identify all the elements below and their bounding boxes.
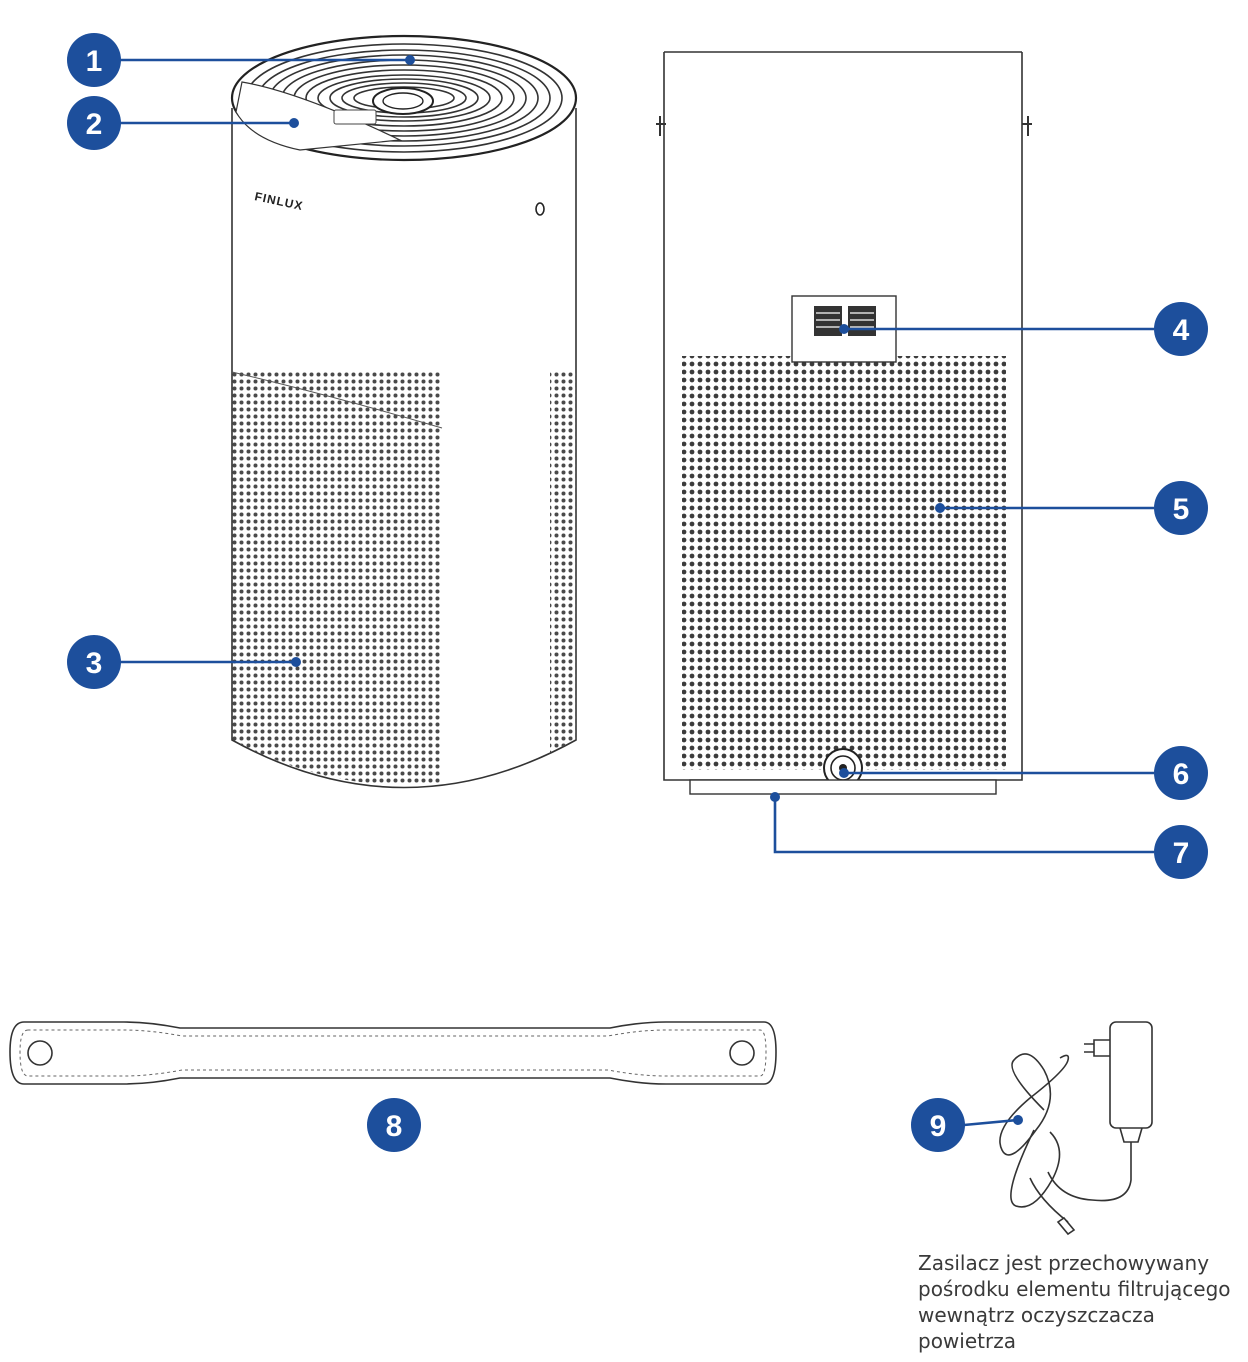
callout-number-9: 9 [930, 1110, 947, 1143]
callout-number-8: 8 [386, 1110, 403, 1143]
callout-number-3: 3 [86, 647, 103, 680]
callout-number-7: 7 [1173, 837, 1190, 870]
callout-badge-6: 6 [1154, 746, 1208, 800]
strap-hole-left [27, 1040, 53, 1066]
callout-number-2: 2 [86, 108, 103, 141]
callout-badge-5: 5 [1154, 481, 1208, 535]
sensor-window [535, 202, 545, 216]
callout-number-4: 4 [1173, 314, 1190, 347]
callout-lines [120, 58, 1154, 1127]
callout-number-6: 6 [1173, 758, 1190, 791]
callout-badge-3: 3 [67, 635, 121, 689]
carry-strap [9, 1021, 777, 1085]
strap-hole-right [729, 1040, 755, 1066]
callout-number-5: 5 [1173, 493, 1190, 526]
front-view-purifier: FINLUX [230, 34, 578, 789]
callout-badge-1: 1 [67, 33, 121, 87]
back-view-purifier [656, 51, 1032, 795]
port-right [848, 306, 876, 336]
base [689, 779, 997, 795]
callout-badge-9: 9 [911, 1098, 965, 1152]
callout-number-1: 1 [86, 45, 103, 78]
port-left [814, 306, 842, 336]
power-adapter [999, 1021, 1153, 1236]
callout-badge-4: 4 [1154, 302, 1208, 356]
adapter-storage-caption: Zasilacz jest przechowywany pośrodku ele… [918, 1251, 1231, 1353]
callout-badge-7: 7 [1154, 825, 1208, 879]
callout-badge-8: 8 [367, 1098, 421, 1152]
front-air-inlet-grille [232, 372, 576, 785]
back-filter-grille [682, 356, 1006, 770]
control-panel [235, 81, 403, 151]
callout-badge-2: 2 [67, 96, 121, 150]
callout-endpoints [289, 55, 1023, 1125]
